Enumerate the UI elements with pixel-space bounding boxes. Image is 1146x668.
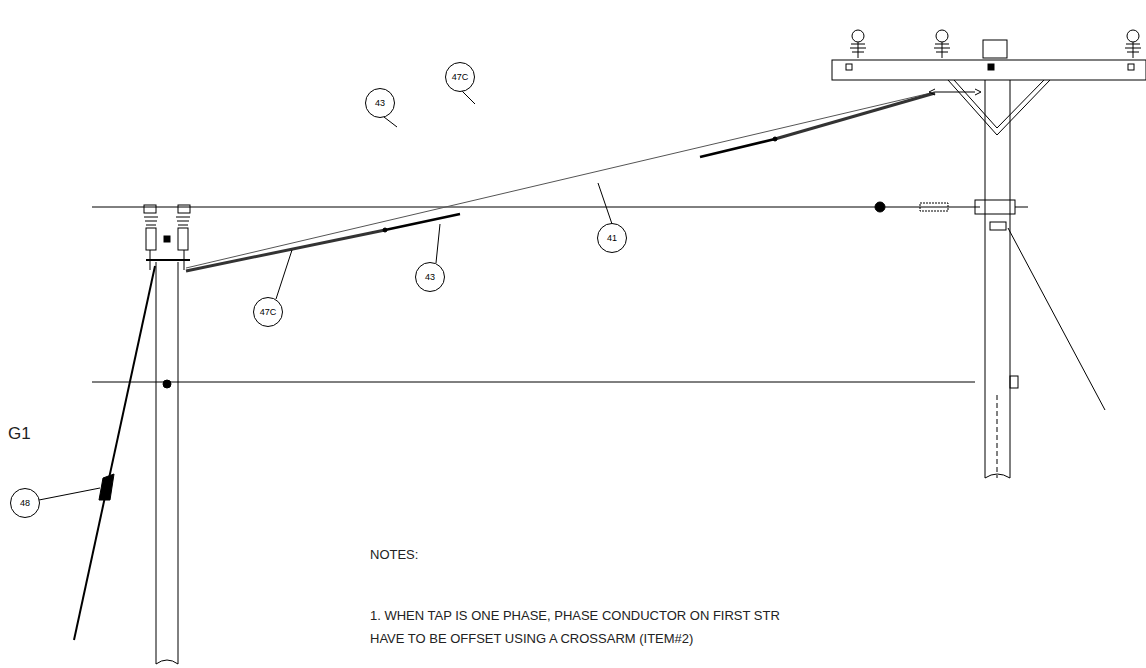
callout-number: 47C (445, 62, 475, 92)
callout-text: 47C (452, 72, 469, 82)
callout-number: 48 (10, 488, 40, 518)
grid-label: G1 (8, 424, 31, 444)
note-text: HAVE TO BE OFFSET USING A CROSSARM (ITEM… (370, 631, 693, 646)
callout-number: 43 (415, 262, 445, 292)
notes-heading: NOTES: (370, 547, 418, 562)
callout-text: 47C (260, 307, 277, 317)
callout-text: 41 (607, 233, 617, 243)
callout-text: 43 (375, 98, 385, 108)
callout-number: 43 (365, 88, 395, 118)
callout-text: 48 (20, 498, 30, 508)
callout-number: 47C (253, 297, 283, 327)
callout-text: 43 (425, 272, 435, 282)
note-text: 1. WHEN TAP IS ONE PHASE, PHASE CONDUCTO… (370, 608, 780, 623)
callout-number: 41 (597, 223, 627, 253)
